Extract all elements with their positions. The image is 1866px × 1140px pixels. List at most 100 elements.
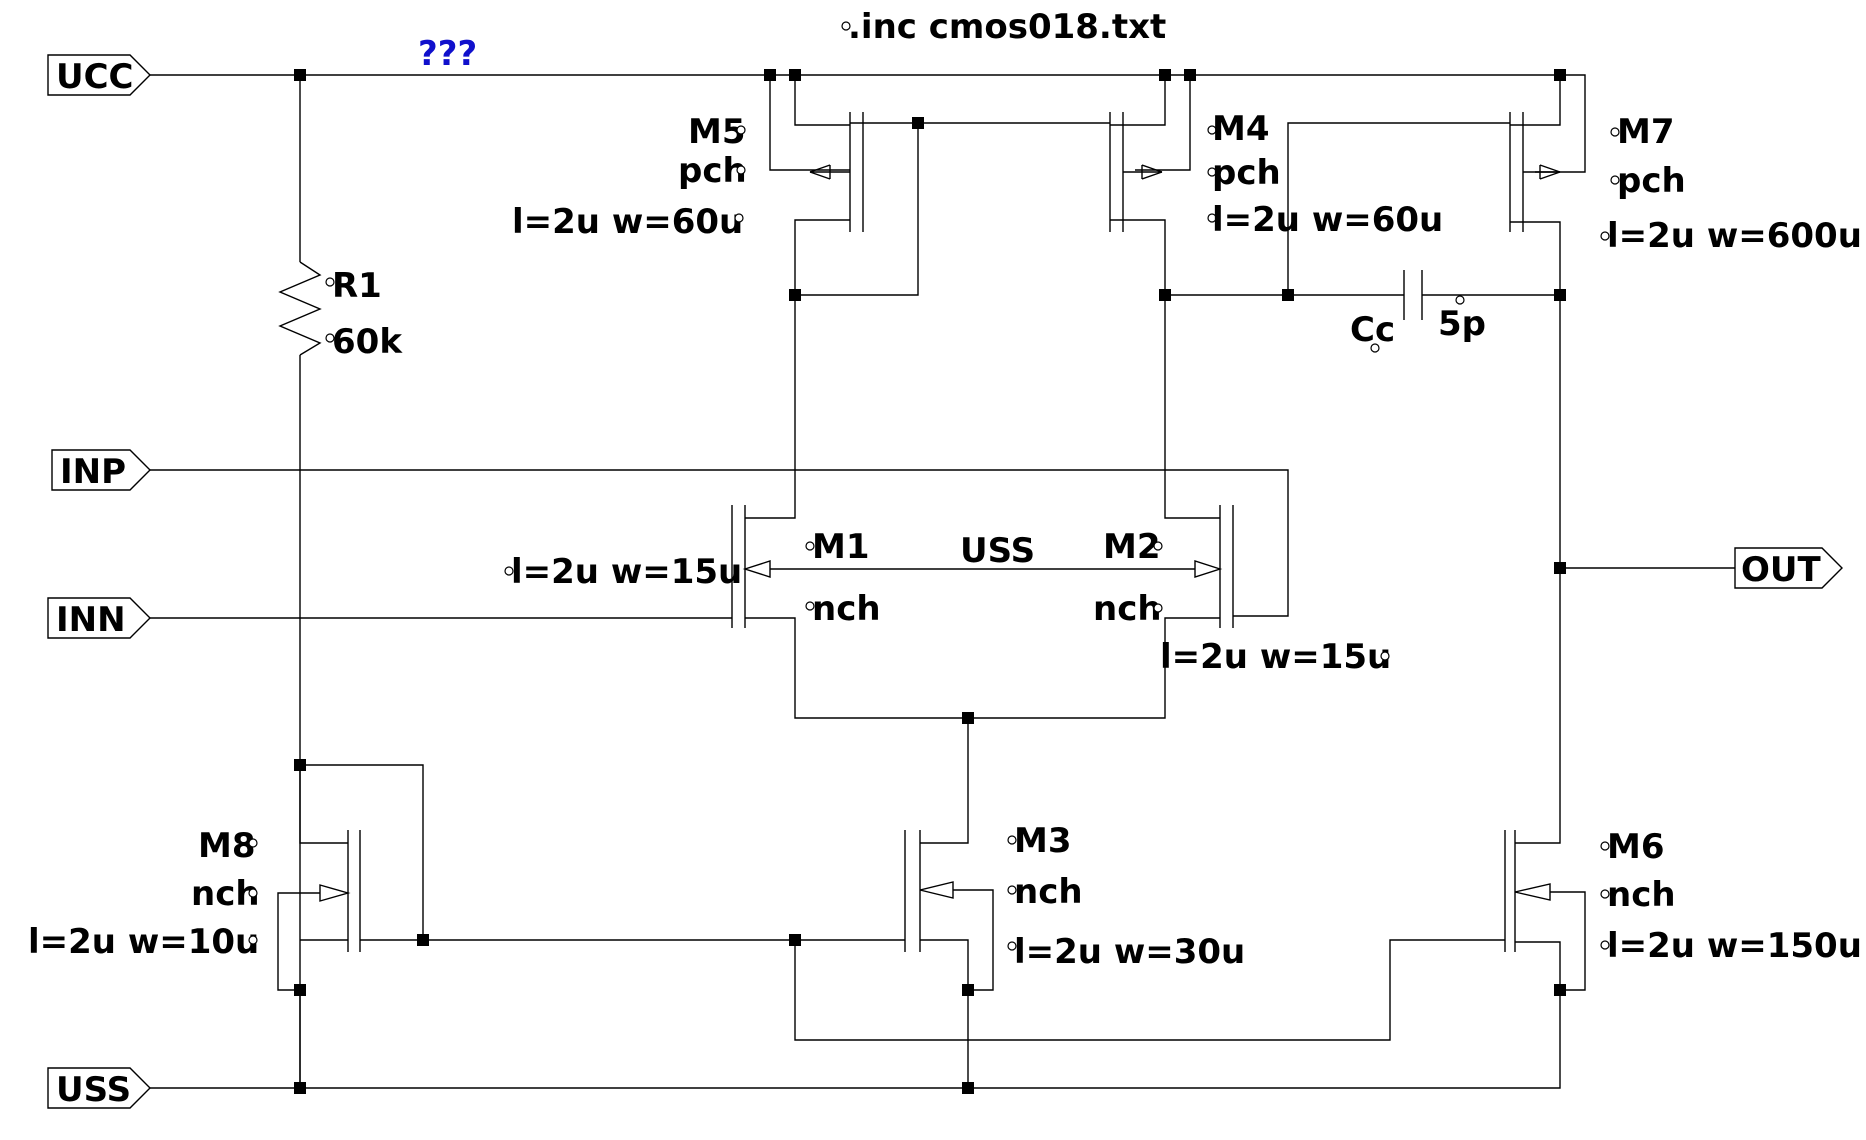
m4-name: M4 [1212,109,1270,149]
m1-name-anchor [805,541,815,551]
cc-value: 5p [1438,304,1486,344]
wire-bias-down [794,939,1505,1041]
m3-name: M3 [1014,821,1072,861]
m7-params: l=2u w=600u [1607,216,1862,256]
m3-name-anchor [1007,835,1017,845]
transistor-m6[interactable] [1504,830,1551,952]
m3-model: nch [1014,872,1083,912]
m7-params-anchor [1600,231,1610,241]
m7-model: pch [1617,161,1686,201]
wire-m4-source [1110,75,1191,171]
m6-params-anchor [1600,940,1610,950]
m1-model: nch [812,589,881,629]
wire-m3-drain [920,718,969,844]
port-inn[interactable]: INN [47,597,151,640]
wires [150,74,1735,1089]
port-ucc[interactable]: UCC [47,54,151,97]
m4-name-anchor [1207,125,1217,135]
bulk-net-label: USS [960,531,1035,571]
m8-name-anchor [248,838,258,848]
directive-anchor [841,21,851,31]
m8-model: nch [191,874,260,914]
spice-directive[interactable]: .inc cmos018.txt [848,7,1166,47]
r1-name: R1 [332,266,382,306]
wire-m6-drain [1515,830,1561,844]
port-inp-label: INP [60,452,126,492]
port-out[interactable]: OUT [1734,547,1843,590]
transistor-m4[interactable] [1109,112,1163,232]
junction-dots [294,69,1566,1094]
m1-model-anchor [805,601,815,611]
m4-model-anchor [1207,167,1217,177]
m1-params-anchor [504,566,514,576]
wire-m7-gate [1287,122,1510,295]
wire-m8-drain [299,764,424,940]
transistor-m7[interactable] [1509,112,1561,232]
m8-model-anchor [248,888,258,898]
m2-params-anchor [1380,651,1390,661]
wire-tail [745,617,1220,719]
net-label[interactable]: ??? [418,34,477,74]
m8-name: M8 [198,826,256,866]
port-ucc-label: UCC [56,57,134,97]
m4-model: pch [1212,153,1281,193]
m7-name: M7 [1617,112,1675,152]
wire-m3-source [920,889,994,991]
m7-model-anchor [1610,175,1620,185]
m2-model: nch [1093,589,1162,629]
m4-params: l=2u w=60u [1212,200,1443,240]
wire-m4-drain [1110,219,1166,295]
m2-name-anchor [1153,541,1163,551]
m3-params-anchor [1007,941,1017,951]
m3-model-anchor [1007,885,1017,895]
m1-params: l=2u w=15u [511,552,742,592]
wire-m5-drain [794,219,850,295]
capacitor-cc[interactable] [1403,270,1423,320]
m6-name-anchor [1600,841,1610,851]
m5-name: M5 [688,112,746,152]
resistor-r1[interactable] [278,261,322,356]
m6-name: M6 [1607,827,1665,867]
port-inn-label: INN [56,600,126,640]
wire-m2-drain [1164,295,1220,519]
m8-params-anchor [248,935,258,945]
r1-anchor [325,277,335,287]
m3-params: l=2u w=30u [1014,932,1245,972]
transistor-m1[interactable] [731,505,771,628]
transistor-m2[interactable] [1194,505,1234,628]
m6-model-anchor [1600,889,1610,899]
m2-name: M2 [1103,527,1161,567]
m2-model-anchor [1153,603,1163,613]
m5-model: pch [678,151,747,191]
m2-params: l=2u w=15u [1160,637,1391,677]
wire-m5-source [769,75,850,171]
wire-m7-source [1510,74,1586,173]
wire-m6-source [1515,891,1586,991]
wire-m8-source [277,892,348,991]
transistor-m3[interactable] [904,830,954,952]
cc-name: Cc [1350,310,1395,350]
wire-uss-rail [150,990,1561,1089]
m5-name-anchor [736,125,746,135]
m7-name-anchor [1610,127,1620,137]
cc-value-anchor [1455,295,1465,305]
port-uss[interactable]: USS [47,1067,151,1110]
m5-model-anchor [736,165,746,175]
transistor-m5[interactable] [809,112,864,232]
port-out-label: OUT [1741,550,1822,590]
r1-value: 60k [332,322,403,362]
m8-params: l=2u w=10u [28,922,259,962]
m1-name: M1 [812,527,870,567]
m6-params: l=2u w=150u [1607,926,1862,966]
transistor-m8[interactable] [319,830,361,952]
wire-inp [150,469,1289,617]
r1-value-anchor [325,333,335,343]
port-inp[interactable]: INP [51,449,151,492]
wire-mirror-gate [795,122,1110,296]
port-uss-label: USS [56,1070,131,1110]
wire-m1-drain [745,295,796,519]
m5-params: l=2u w=60u [512,202,743,242]
m4-params-anchor [1207,213,1217,223]
